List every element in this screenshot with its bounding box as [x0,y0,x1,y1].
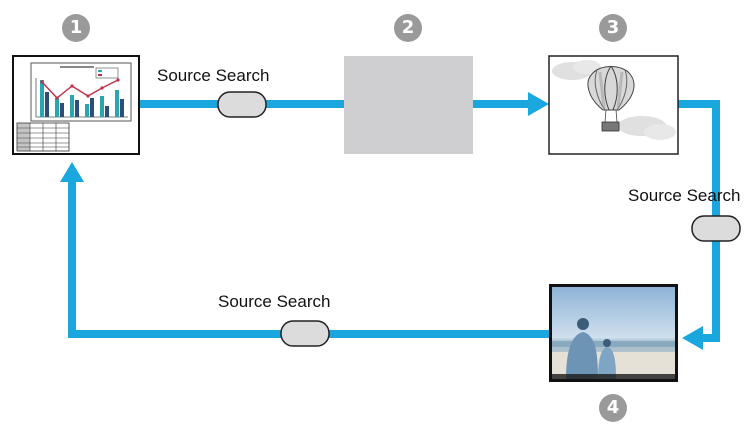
source-search-button-bottom[interactable] [280,320,330,347]
step-badge-1: 1 [62,14,90,42]
step-badge-4: 4 [599,394,627,422]
source-search-button-top[interactable] [217,91,267,118]
screen-3-balloon-icon [548,55,679,155]
screen-2-blank [344,56,473,154]
step-badge-2: 2 [394,14,422,42]
source-search-label-bottom: Source Search [218,292,331,311]
source-search-label-top: Source Search [157,66,270,85]
screen-1-chart-icon [12,55,140,155]
step-badge-3: 3 [599,14,627,42]
screen-4-beach-photo [549,284,678,382]
source-search-button-right[interactable] [691,215,741,242]
arrow-bottom-head [60,162,84,182]
arrow-right-head [682,326,703,350]
source-search-label-right: Source Search [628,186,741,205]
arrow-bottom-line [68,180,551,338]
arrow-top-head [528,92,549,116]
